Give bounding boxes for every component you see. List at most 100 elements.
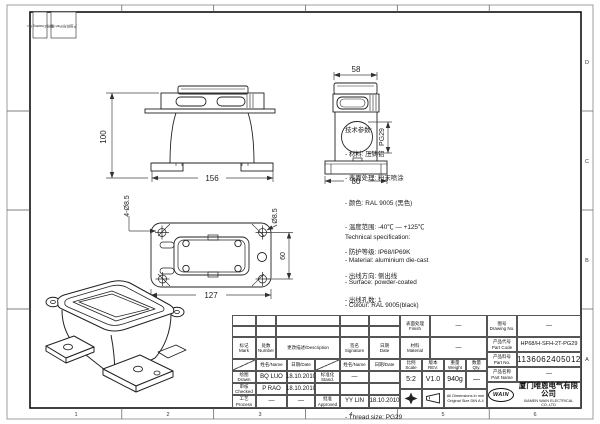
drawing-no-label: 图号 Drawing No. <box>487 315 517 337</box>
drawing-no-value: — <box>517 315 581 337</box>
isometric-view <box>45 280 187 393</box>
drawn-label: 绘图 Drawn <box>232 371 256 383</box>
rev-value: V1.0 <box>422 371 444 389</box>
process-date: — <box>287 395 315 408</box>
spec-cn-line: - 材料: 压铸铝 <box>345 151 385 158</box>
drawn-date: 18.10.2010 <box>286 371 316 383</box>
stand-name: — <box>340 371 369 383</box>
empty-cell <box>340 383 369 395</box>
part-name-label: 产品名称 Part Name <box>487 367 517 382</box>
spec-cn-line: - 温度范围: -40℃ — +125℃ <box>345 224 425 232</box>
date-header: 日期/Date <box>369 359 400 371</box>
revision-empty-cell <box>232 315 256 326</box>
top-view-dimensions: 4-Ø8.5 Ø8.5 60 127 <box>124 195 293 300</box>
part-code-value: HP68/H-SFH-2T-PG29 <box>517 337 581 352</box>
weight-value: 940g <box>444 371 466 389</box>
company-name-en: XIAMEN WAIN ELECTRICAL CO.,LTD <box>523 398 574 408</box>
spec-en-line: - Surface: powder-coated <box>345 279 417 286</box>
revision-empty-cell <box>340 315 369 326</box>
empty-cell <box>315 383 340 395</box>
revision-empty-cell <box>369 315 400 326</box>
diagonal-cell <box>315 359 340 371</box>
company-cell: WAIN 厦门唯恩电气有限公司 XIAMEN WAIN ELECTRICAL C… <box>487 382 581 408</box>
zone-number: 1 <box>74 412 77 418</box>
revision-col-description: 更改描述/Description <box>276 337 340 359</box>
projection-symbol-cell <box>400 389 422 408</box>
finish-label: 表面处理 Finish <box>400 315 430 337</box>
part-no-label: 产品料号 Part No. <box>487 352 517 367</box>
zone-number: 6 <box>533 412 536 418</box>
drawn-name: BQ LUO <box>256 371 287 383</box>
dim-hole-dia: Ø8.5 <box>272 208 279 223</box>
spec-en-line: - Colour: RAL 9005(black) <box>345 301 419 309</box>
spec-cn-line: - 防护等级: IP68/IP69K <box>345 248 411 256</box>
revision-empty-cell <box>340 326 369 337</box>
dim-front-height: 100 <box>99 130 108 144</box>
sheet-frame: 1 2 3 4 5 6 D C B A 图号/Drawing No. 产品料号/… <box>6 4 594 420</box>
date-header: 日期/Date <box>287 359 315 371</box>
revision-empty-cell <box>369 326 400 337</box>
weight-label: 重量 Weight <box>444 359 466 371</box>
first-angle-symbol-cell <box>422 389 444 408</box>
front-view-dimensions: 100 156 <box>99 92 274 183</box>
rev-label: 版本 REV. <box>422 359 444 371</box>
process-name: — <box>256 395 287 408</box>
approved-name: YY LIN <box>340 395 369 408</box>
first-angle-cone-icon <box>426 393 440 404</box>
spec-cn-title: 技术参数: <box>345 127 373 134</box>
process-label: 工艺 Process <box>232 395 256 408</box>
revision-col-number: 处数 Number <box>256 337 276 359</box>
checked-label: 审核 Checked <box>232 383 256 395</box>
dim-hole-spacing-v: 60 <box>280 252 287 260</box>
material-value: — <box>430 337 487 359</box>
qty-label: 数量 Qty. <box>466 359 487 371</box>
zone-number: 3 <box>258 412 261 418</box>
checked-date: 18.10.2010 <box>286 383 316 395</box>
revision-col-date: 日期 Date <box>369 337 400 359</box>
revision-empty-cell <box>232 326 256 337</box>
corner-cell-text: 产品料号/Part No. <box>49 24 77 29</box>
revision-col-signature: 签名 Signature <box>340 337 369 359</box>
scale-value: 5:2 <box>400 371 422 389</box>
spec-cn-line: - 表面处理: 粉末喷涂 <box>345 175 404 183</box>
spec-en-line: - Thread size: PG29 <box>345 414 403 421</box>
corner-strip: 图号/Drawing No. 产品料号/Part No. <box>26 11 77 39</box>
diagonal-cell <box>232 359 256 371</box>
spec-cn-line: - 颜色: RAL 9005 (黑色) <box>345 199 413 207</box>
zone-letter: D <box>585 60 589 66</box>
revision-empty-cell <box>276 326 340 337</box>
dim-side-top: 58 <box>352 65 361 74</box>
top-view <box>150 222 272 288</box>
revision-empty-cell <box>276 315 340 326</box>
empty-cell <box>369 383 400 395</box>
approved-date: 18.10.2010 <box>369 395 400 408</box>
name-header: 姓名/Name <box>340 359 369 371</box>
zone-number: 4 <box>349 412 352 418</box>
spec-cn-line: - 出线孔数: 1 <box>345 297 382 305</box>
approved-label: 批准 Approved <box>315 395 340 408</box>
stand-date <box>369 371 400 383</box>
scale-label: 比例 Scale <box>400 359 422 371</box>
zone-number: 5 <box>441 412 444 418</box>
zone-letter: A <box>585 357 589 363</box>
revision-empty-cell <box>256 315 276 326</box>
zone-letter: C <box>585 159 589 165</box>
dim-side-bottom: 80 <box>352 177 361 186</box>
part-no-value: 1136062405012 <box>517 352 581 367</box>
dim-cable-thread: PG29 <box>379 128 386 146</box>
name-header: 姓名/Name <box>256 359 287 371</box>
side-view <box>324 82 388 175</box>
spec-en-line: - Material: aluminium die-cast <box>345 256 429 264</box>
revision-col-mark: 标记 Mark <box>232 337 256 359</box>
checked-name: P RAO <box>256 383 287 395</box>
revision-empty-cell <box>256 326 276 337</box>
qty-value: — <box>466 371 487 389</box>
material-label: 材料 Material <box>400 337 430 359</box>
spec-block-chinese: 技术参数: - 材料: 压铸铝 - 表面处理: 粉末喷涂 - 颜色: RAL 9… <box>345 111 424 370</box>
zone-letter: B <box>585 258 589 264</box>
front-view <box>144 85 276 172</box>
part-name-value: — <box>517 367 581 382</box>
dim-front-width: 156 <box>205 174 219 183</box>
dimensions-note: All Dimensions in mm Original Size DIN A… <box>444 389 487 408</box>
